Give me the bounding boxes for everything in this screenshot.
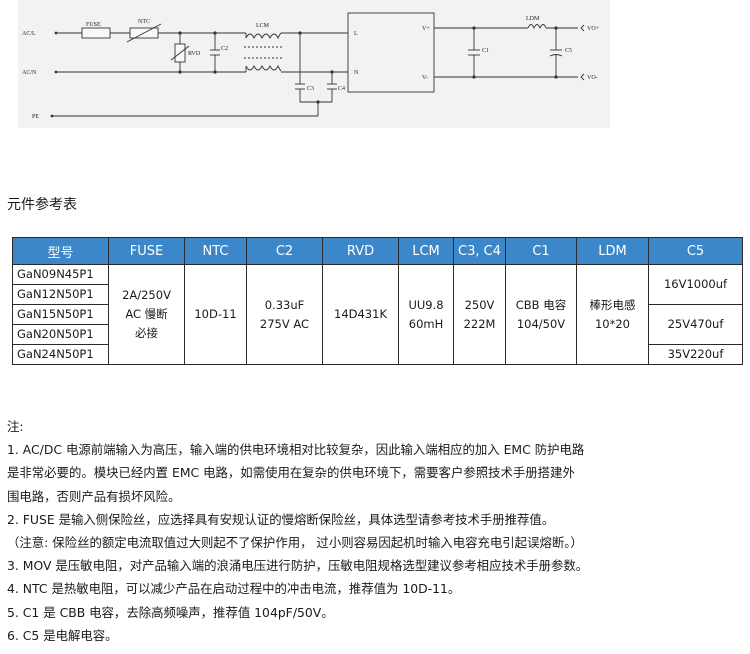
table-row: GaN12N50P1 [12,284,743,305]
note-line: 5. C1 是 CBB 电容，去除高频噪声，推荐值 104pF/50V。 [7,604,334,620]
label-module-l: L [354,31,358,37]
table-header-row: 型号 FUSE NTC C2 RVD LCM C3, C4 C1 LDM C5 [12,237,743,265]
header-c2: C2 [246,237,323,265]
c1-type: CBB 电容 [515,297,567,312]
fuse-rating: 2A/250V [122,288,171,302]
c1-value: 104/50V [516,316,566,331]
note-line: 4. NTC 是热敏电阻，可以减少产品在启动过程中的冲击电流，推荐值为 10D-… [7,581,461,597]
lcm-cell: UU9.8 60mH [398,264,454,365]
rvd-value: 14D431K [334,307,387,321]
c3c4-voltage: 250V [464,297,495,312]
ldm-type: 棒形电感 [589,297,636,312]
fuse-type: AC 慢断 [125,307,168,321]
label-module-vplus: V+ [422,26,430,32]
label-vominus: VO- [587,75,598,81]
model-cell: GaN12N50P1 [12,284,109,305]
ntc-value: 10D-11 [194,307,237,321]
c2-capacitance: 0.33uF [264,297,305,312]
label-c4: C4 [338,86,345,92]
c3c4-code: 222M [463,316,496,331]
label-c2: C2 [221,46,228,52]
circuit-schematic: AC/L AC/N PE FUSE NTC RVD C2 LCM C3 C4 L… [18,0,610,128]
label-rvd: RVD [188,51,201,57]
note-line: 6. C5 是电解电容。 [7,627,118,643]
model-cell: GaN09N45P1 [12,264,109,285]
label-ldm: LDM [526,16,540,22]
note-line: 2. FUSE 是输入侧保险丝，应选择具有安规认证的慢熔断保险丝，具体选型请参考… [7,511,555,527]
c3c4-cell: 250V 222M [453,264,506,365]
label-voplus: VO+ [587,26,600,32]
note-line: 1. AC/DC 电源前端输入为高压，输入端的供电环境相对比较复杂，因此输入端相… [7,442,585,458]
label-lcm: LCM [256,23,270,29]
table-row: GaN20N50P1 [12,324,743,345]
label-module-n: N [354,70,359,76]
fuse-cell: 2A/250V AC 慢断 必接 [108,264,185,365]
parts-table: 型号 FUSE NTC C2 RVD LCM C3, C4 C1 LDM C5 … [12,237,743,365]
c1-cell: CBB 电容 104/50V [505,264,577,365]
header-c5: C5 [648,237,743,265]
note-line: 是非常必要的。模块已经内置 EMC 电路，如需使用在复杂的供电环境下，需要客户参… [7,465,575,481]
note-line: 围电路，否则产品有损坏风险。 [7,488,181,504]
label-ntc: NTC [138,19,150,25]
label-acl: AC/L [22,31,36,37]
header-model: 型号 [12,237,109,265]
lcm-inductance: 60mH [408,316,444,331]
label-acn: AC/N [22,70,37,76]
lcm-core: UU9.8 [408,297,444,312]
notes-heading: 注: [7,419,24,434]
c5-cell: 16V1000uf [648,264,743,305]
section-title: 元件参考表 [7,197,77,213]
c5-cell: 35V220uf [648,344,743,365]
label-fuse: FUSE [86,22,101,28]
header-c1: C1 [505,237,577,265]
fuse-required: 必接 [135,326,158,340]
table-row: GaN24N50P1 35V220uf [12,344,743,365]
c2-voltage: 275V AC [259,316,310,331]
header-fuse: FUSE [108,237,185,265]
note-line: （注意: 保险丝的额定电流取值过大则起不了保护作用， 过小则容易因起机时输入电容… [7,535,583,551]
model-cell: GaN20N50P1 [12,324,109,345]
ntc-cell: 10D-11 [184,264,247,365]
header-rvd: RVD [322,237,399,265]
notes-section: 注: 1. AC/DC 电源前端输入为高压，输入端的供电环境相对比较复杂，因此输… [7,415,743,647]
c2-cell: 0.33uF 275V AC [246,264,323,365]
table-row: GaN09N45P1 2A/250V AC 慢断 必接 10D-11 0.33u… [12,264,743,365]
header-ntc: NTC [184,237,247,265]
table-row: GaN15N50P1 25V470uf [12,304,743,345]
header-lcm: LCM [398,237,454,265]
label-c5: C5 [565,48,572,54]
label-c1: C1 [482,48,489,54]
label-c3: C3 [307,86,314,92]
header-c3c4: C3, C4 [453,237,506,265]
note-line: 3. MOV 是压敏电阻，对产品输入端的浪涌电压进行防护，压敏电阻规格选型建议参… [7,558,589,574]
model-cell: GaN15N50P1 [12,304,109,325]
rvd-cell: 14D431K [322,264,399,365]
c5-cell: 25V470uf [648,304,743,345]
ldm-cell: 棒形电感 10*20 [576,264,649,365]
label-pe: PE [32,114,39,120]
model-cell: GaN24N50P1 [12,344,109,365]
label-module-vminus: V- [422,75,428,81]
header-ldm: LDM [576,237,649,265]
ldm-size: 10*20 [594,316,631,331]
